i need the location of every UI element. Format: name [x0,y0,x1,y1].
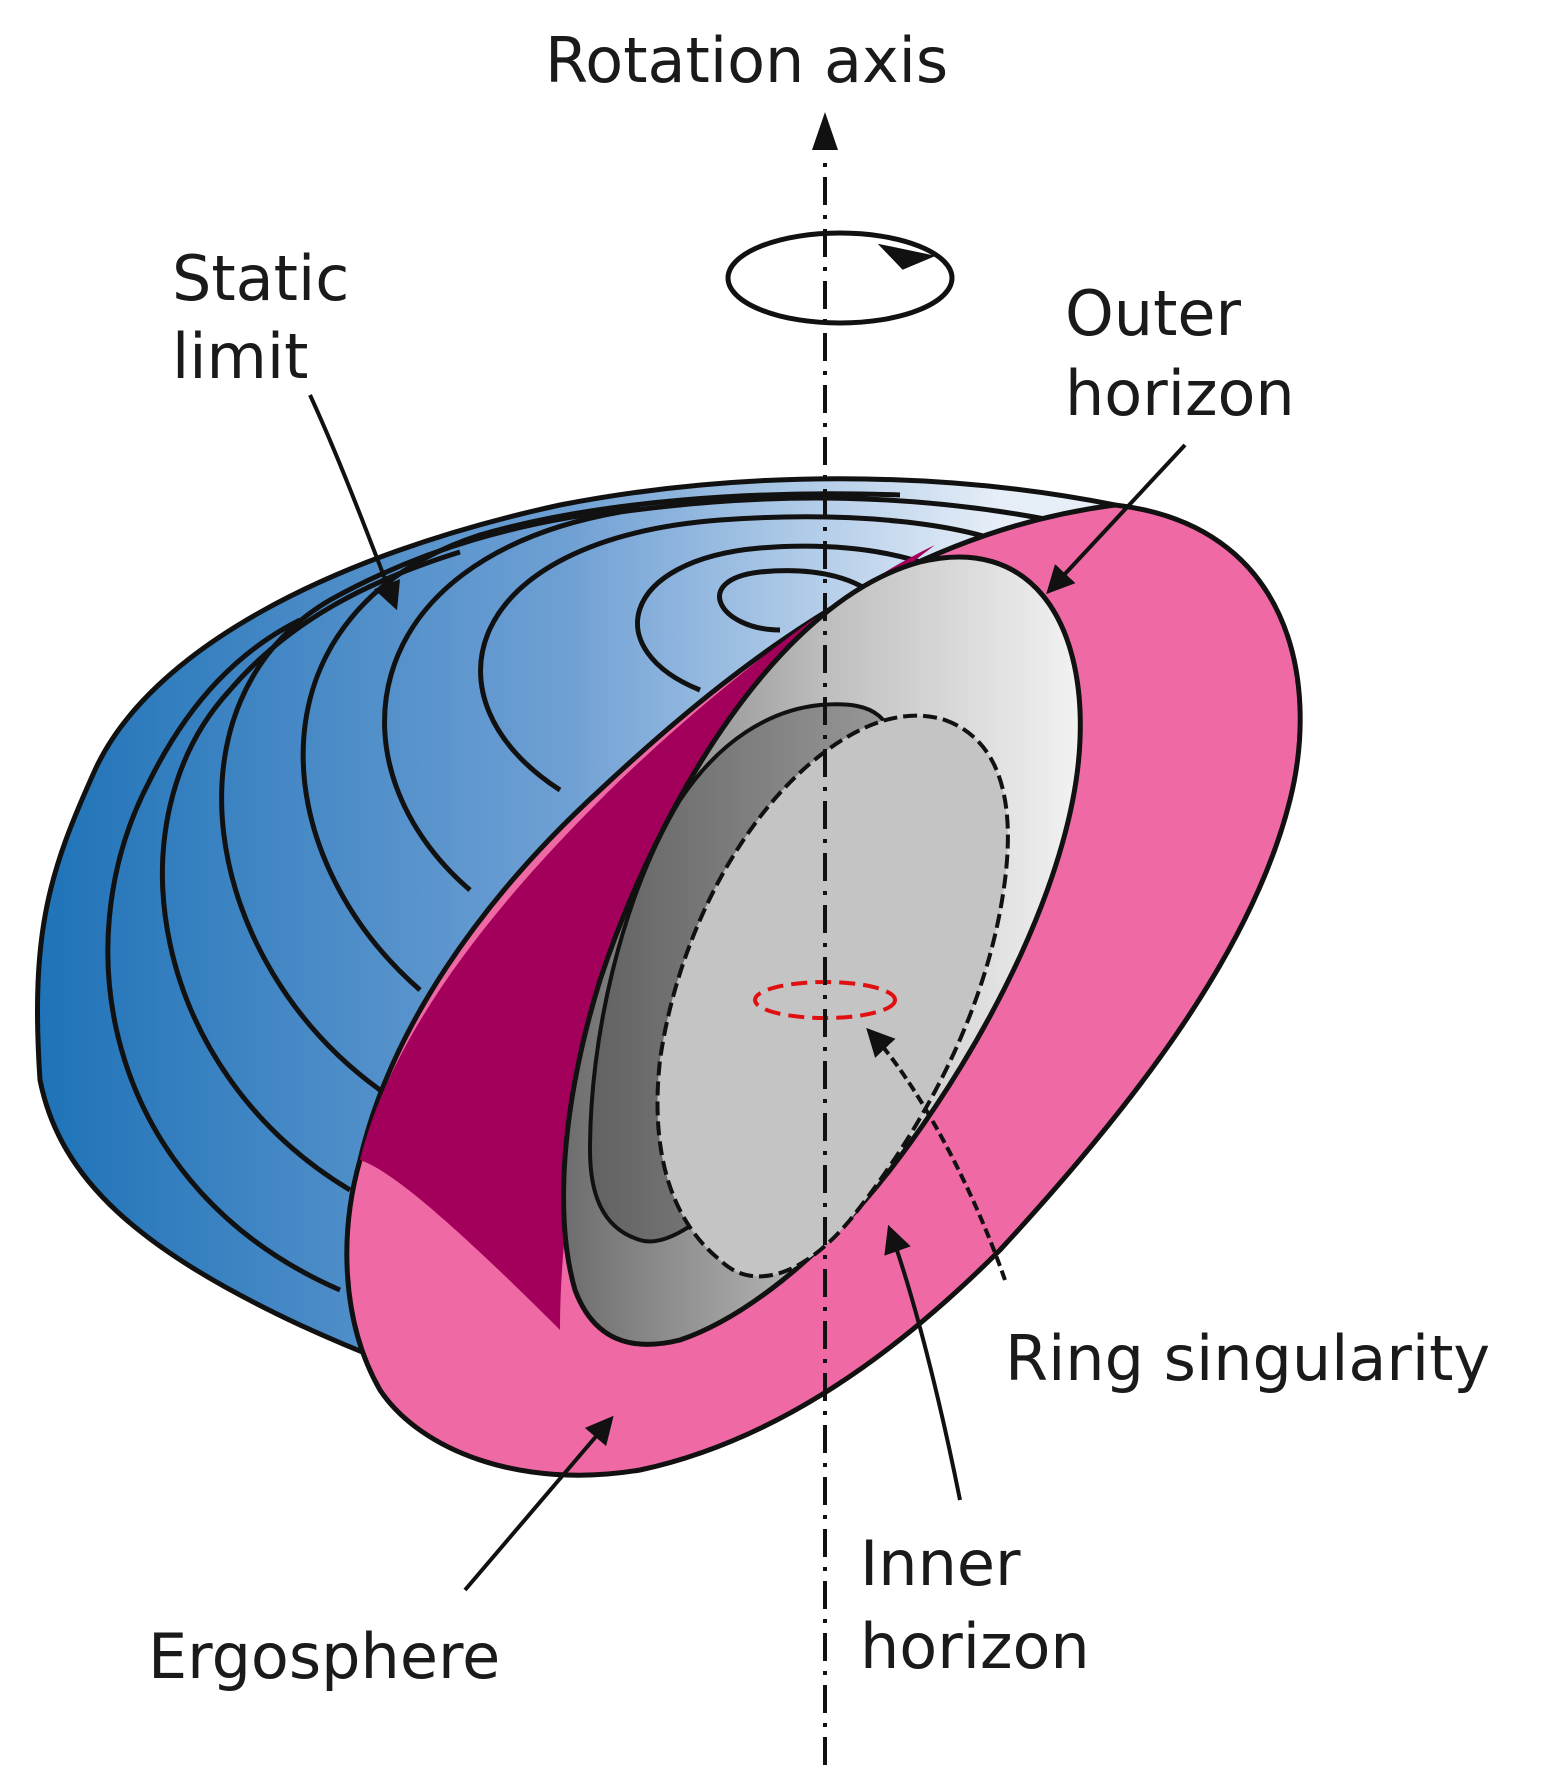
ergosphere-cut-face [360,545,935,1330]
label-ergosphere: Ergosphere [148,1620,500,1693]
label-rotation-axis: Rotation axis [545,24,948,97]
label-outer-horizon-1: Outer [1065,277,1242,350]
label-static-limit-1: Static [172,242,349,315]
static-limit-contours [105,491,1051,1293]
label-inner-horizon-1: Inner [860,1527,1021,1600]
ergosphere-pointer [463,1415,614,1592]
ring-singularity-pointer [866,1027,1007,1281]
label-outer-horizon-2: horizon [1065,357,1295,430]
outer-horizon-pointer [1046,443,1187,595]
label-inner-horizon-2: horizon [860,1610,1090,1683]
rotation-direction-icon [725,230,955,326]
rotation-axis [725,112,955,1765]
inner-horizon-pointer [884,1224,962,1501]
inner-horizon-face [655,713,1010,1279]
label-static-limit-2: limit [172,320,308,393]
static-limit-pointer [308,394,401,611]
inner-horizon [587,702,1010,1279]
label-ring-singularity: Ring singularity [1005,1322,1490,1395]
